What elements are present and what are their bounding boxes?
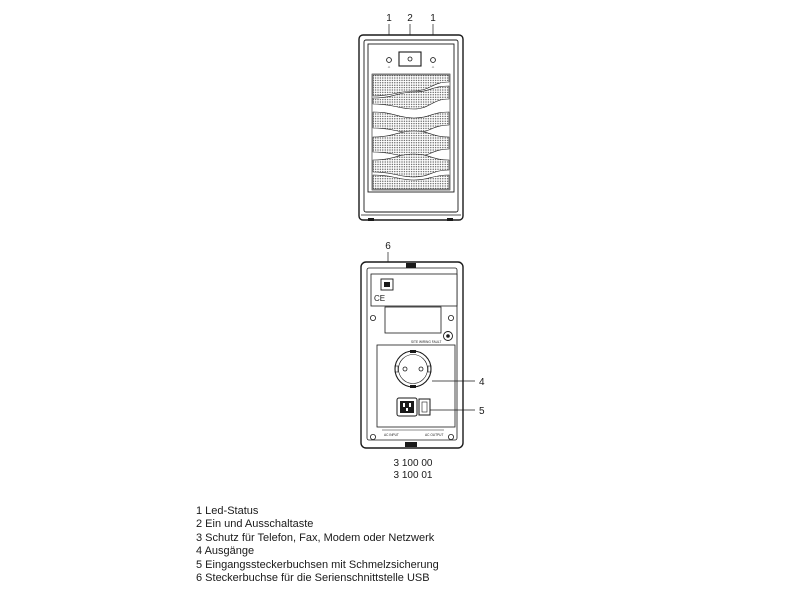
ac-output-label: AC OUTPUT [425, 433, 443, 437]
rear-top-vent [406, 263, 416, 268]
legend-list: 1 Led-Status 2 Ein und Ausschaltaste 3 S… [196, 505, 439, 585]
schuko-outlet[interactable] [394, 350, 432, 388]
front-bezel [363, 39, 459, 213]
screw-icon [447, 314, 454, 321]
front-decor-waves [371, 73, 451, 191]
model-code-1: 3 100 00 [394, 458, 433, 469]
outlet-pin-hole-icon [418, 366, 424, 372]
power-icon [407, 56, 413, 62]
comm-protection-block [384, 306, 442, 334]
callout-usb-port: 6 [385, 241, 391, 252]
outlet-mark-right [427, 365, 432, 373]
front-foot-left [368, 218, 374, 221]
wave-stripe-1 [372, 74, 450, 97]
ce-mark: CE [374, 294, 385, 303]
decor-frame [371, 73, 451, 191]
wave-stripe-4 [372, 130, 450, 158]
screw-icon [447, 433, 454, 440]
front-panel-frame [367, 43, 455, 193]
legend-item: 4 Ausgänge [196, 545, 255, 558]
callout-inputs: 5 [479, 406, 485, 417]
power-button[interactable] [398, 51, 422, 67]
iec-pin-icon [409, 403, 411, 407]
model-code-2: 3 100 01 [394, 470, 433, 481]
outlet-earth-clip-bottom [410, 385, 416, 388]
iec-pin-icon [406, 408, 408, 411]
wave-stripe-5 [372, 153, 450, 178]
ac-input-label: AC INPUT [384, 433, 399, 437]
outlet-pin-hole-icon [402, 366, 408, 372]
outlet-earth-clip-top [410, 350, 416, 353]
led-left-symbol-icon: ⚠ [388, 65, 391, 69]
led-status-right [430, 57, 436, 63]
outlet-mark-left [394, 365, 399, 373]
iec-pin-icon [403, 403, 405, 407]
wave-stripe-2 [372, 85, 450, 110]
fuse-icon [421, 401, 428, 413]
front-foot-right [447, 218, 453, 221]
legend-item: 3 Schutz für Telefon, Fax, Modem oder Ne… [196, 531, 435, 544]
wave-stripe-6 [372, 174, 450, 190]
ups-rear-view: 6 CE SITE WIRING FAULT [360, 241, 485, 481]
ups-front-view: 1 2 1 ⚠ ⚠ [358, 13, 464, 221]
iec-socket-insert [400, 401, 414, 413]
legend-item: 2 Ein und Ausschaltaste [196, 518, 314, 531]
legend-item: 6 Steckerbuchse für die Serienschnittste… [196, 572, 430, 585]
legend-item: 5 Eingangssteckerbuchsen mit Schmelzsich… [196, 558, 439, 571]
wave-stripe-3 [372, 111, 450, 134]
rear-screws [369, 314, 454, 440]
screw-icon [369, 433, 376, 440]
callout-led-right: 1 [430, 13, 436, 24]
rear-bottom-vent [405, 442, 417, 447]
site-wiring-fault-label: SITE WIRING FAULT [411, 340, 441, 344]
indicator-dot-icon [446, 334, 450, 338]
callout-outputs: 4 [479, 377, 485, 388]
led-right-symbol-icon: ⚠ [432, 65, 435, 69]
screw-icon [369, 314, 376, 321]
callout-power-button: 2 [407, 13, 413, 24]
callout-led-left: 1 [386, 13, 392, 24]
legend-item: 1 Led-Status [196, 505, 259, 517]
led-status-left [386, 57, 392, 63]
usb-port-icon [384, 282, 390, 287]
outlet-recess [398, 354, 428, 384]
fuse-holder[interactable] [418, 398, 431, 416]
